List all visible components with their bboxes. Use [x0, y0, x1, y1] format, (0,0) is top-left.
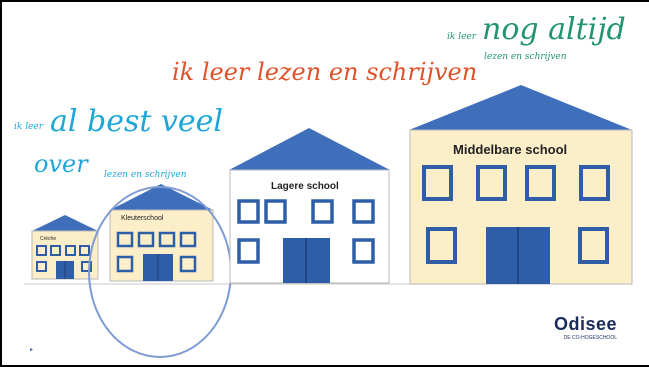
kleuterschool-roof — [110, 184, 213, 210]
left-main: al best veel — [50, 104, 224, 139]
lagere-school-roof — [229, 128, 390, 170]
top-right-sub: lezen en schrijven — [484, 52, 567, 62]
creche-roof — [32, 215, 98, 231]
kleuterschool-label: Kleuterschool — [121, 215, 164, 222]
odisee-logo: Odisee DE CO-HOGESCHOOL — [554, 314, 617, 341]
center-phrase: ik leer lezen en schrijven — [172, 58, 478, 86]
top-right-prefix: ik leer — [447, 32, 477, 42]
lagere-school-label: Lagere school — [271, 181, 339, 192]
logo-subtitle: DE CO-HOGESCHOOL — [563, 335, 617, 341]
slide-marker-icon: ▸ — [30, 346, 34, 353]
left-over: over — [34, 150, 88, 178]
left-prefix: ik leer — [14, 122, 44, 132]
middelbare-school-label: Middelbare school — [453, 142, 567, 157]
top-right-main: nog altijd — [482, 12, 626, 47]
creche-label: Crèche — [40, 236, 56, 242]
building-creche — [31, 215, 99, 280]
logo-name: Odisee — [553, 314, 617, 334]
middelbare-school-roof — [409, 85, 632, 130]
building-middelbare-school — [409, 85, 633, 285]
building-kleuterschool — [109, 184, 214, 282]
left-sub: lezen en schrijven — [104, 170, 187, 180]
building-lagere-school — [229, 128, 390, 284]
